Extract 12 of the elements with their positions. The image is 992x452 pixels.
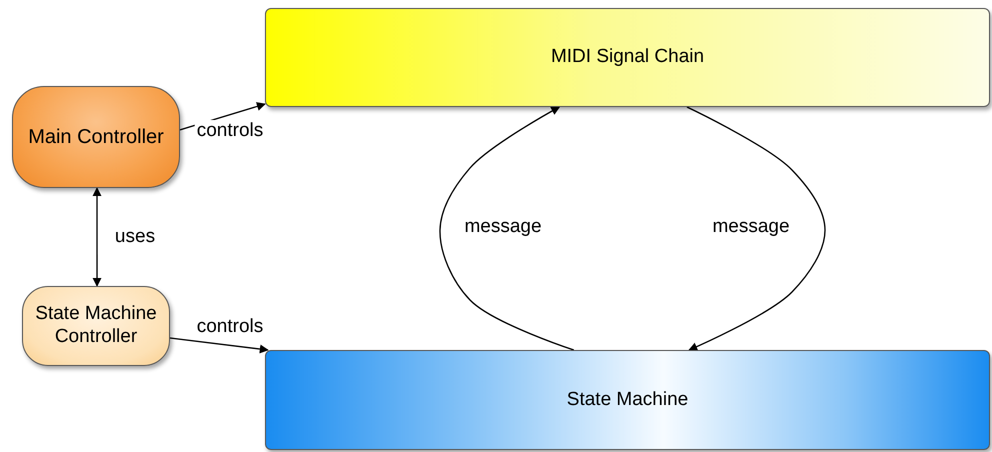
node-label: State Machine xyxy=(566,388,690,412)
process-box xyxy=(265,350,990,450)
arrow xyxy=(92,187,102,287)
controller-box xyxy=(22,286,170,366)
arrow xyxy=(439,106,574,351)
arrow xyxy=(170,337,269,354)
node-label: Main Controller xyxy=(27,125,165,149)
node-label: State Machine Controller xyxy=(34,303,158,349)
process-box xyxy=(265,8,990,107)
controller-box xyxy=(12,86,180,188)
arrow xyxy=(686,106,826,351)
node-label: MIDI Signal Chain xyxy=(550,46,706,69)
